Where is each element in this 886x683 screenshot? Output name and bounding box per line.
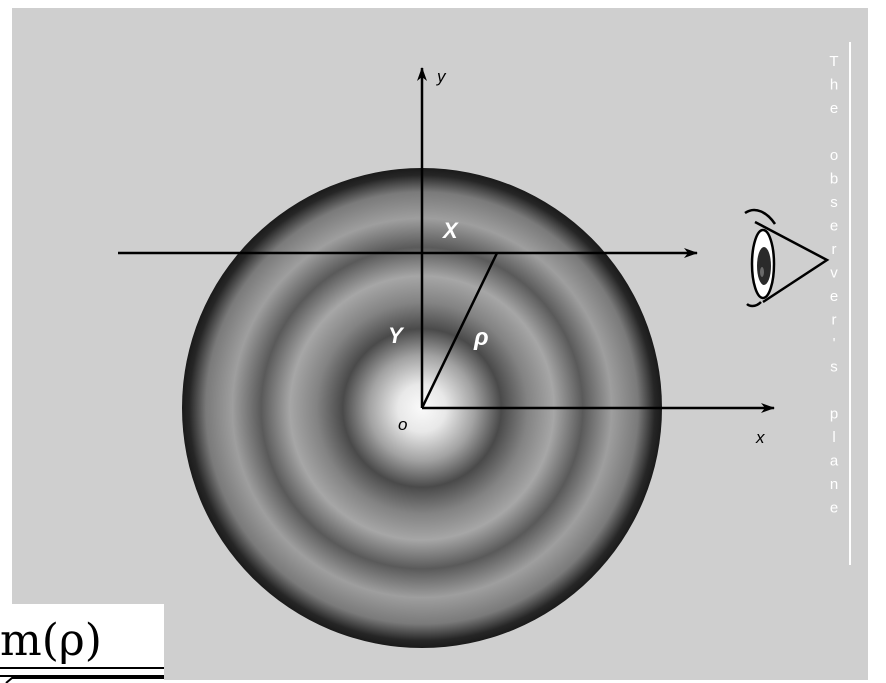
observer-plane-letter: b bbox=[830, 171, 838, 188]
observer-plane-letter: p bbox=[830, 406, 838, 423]
rho-label: ρ bbox=[473, 324, 489, 351]
rho-line bbox=[420, 252, 499, 409]
observer-plane-letter: r bbox=[832, 312, 837, 329]
observer-plane-letter: e bbox=[830, 288, 838, 305]
observer-plane-letter: v bbox=[830, 265, 838, 282]
observer-plane-letter: r bbox=[832, 241, 837, 258]
x-axis-label: x bbox=[755, 428, 765, 447]
observer-plane-letter: ' bbox=[833, 335, 836, 352]
observer-plane-letter: l bbox=[832, 429, 835, 446]
observer-plane-letter: e bbox=[830, 218, 838, 235]
formula-text: m(ρ) bbox=[0, 615, 102, 666]
observer-plane-letter: o bbox=[830, 147, 838, 164]
eye-icon bbox=[744, 208, 830, 308]
observer-plane-letter: a bbox=[830, 453, 839, 470]
formula-fragment: m(ρ) bbox=[0, 604, 164, 683]
observer-plane-letter: e bbox=[830, 500, 838, 517]
observer-plane-letter: s bbox=[830, 359, 838, 376]
x-segment-label: X bbox=[441, 218, 459, 243]
observer-plane-letter: h bbox=[830, 77, 838, 94]
y-axis-label: y bbox=[436, 67, 447, 86]
observer-plane-letter: T bbox=[829, 53, 838, 70]
origin-label: o bbox=[398, 415, 407, 434]
observer-plane-letter: n bbox=[830, 476, 838, 493]
observer-plane-letter: s bbox=[830, 194, 838, 211]
y-segment-label: Y bbox=[388, 323, 405, 348]
observer-plane-letter: e bbox=[830, 100, 838, 117]
